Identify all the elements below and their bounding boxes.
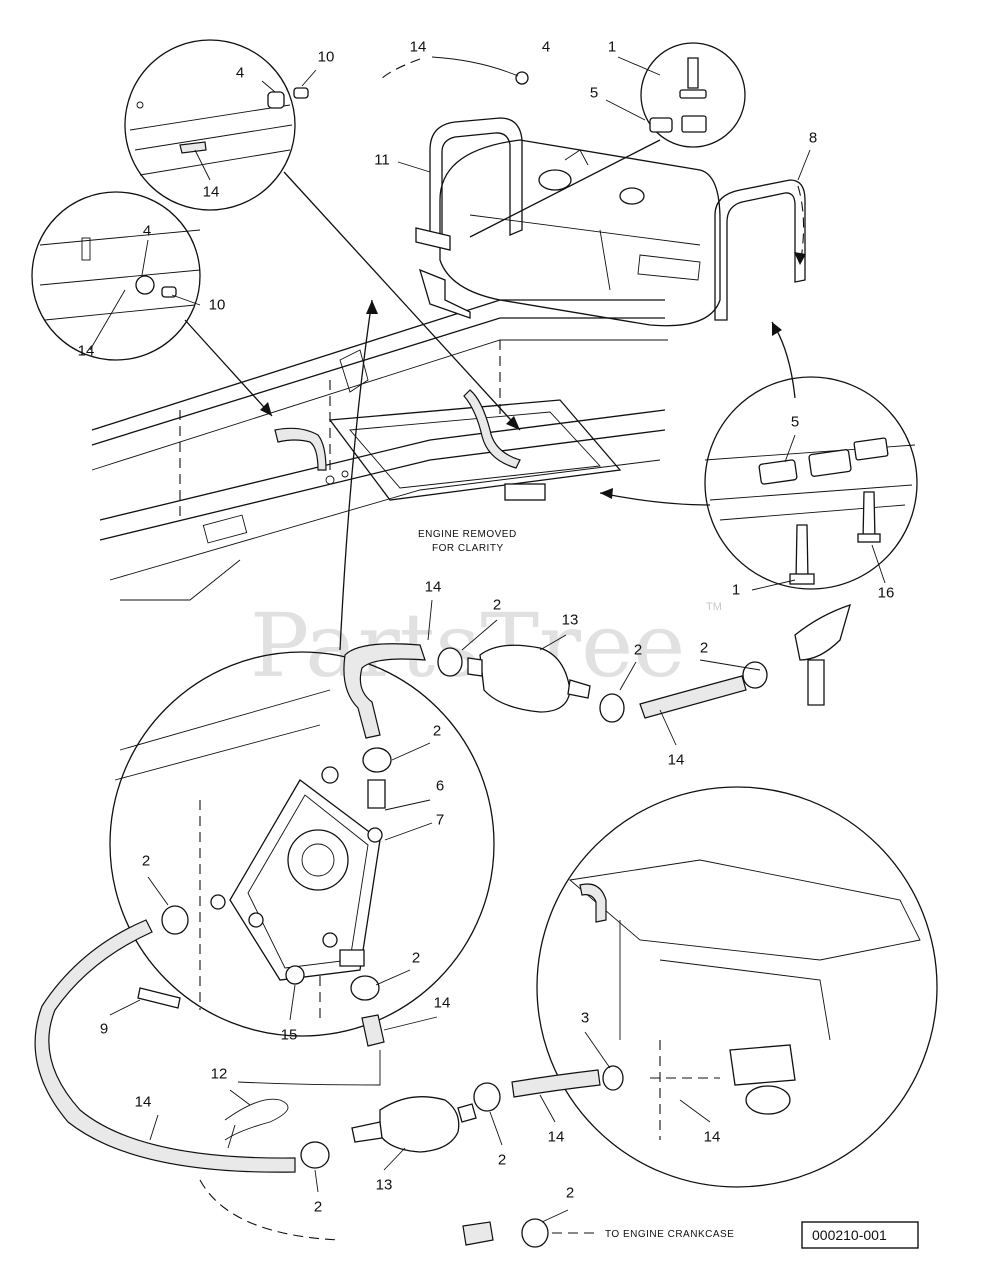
callout-2: 2 [634,642,642,659]
tank-bracket [714,179,806,321]
note-to-engine-crankcase: TO ENGINE CRANKCASE [605,1229,734,1240]
callout-14: 14 [410,39,427,56]
callout-4: 4 [542,39,550,56]
detail-circle-vent-fitting [31,191,201,361]
fuel-filter-upper [467,644,591,713]
callout-2: 2 [433,723,441,740]
fuel-pump [210,766,386,981]
callout-13: 13 [562,612,579,629]
callout-14: 14 [135,1094,152,1111]
fuel-shutoff-valve [794,603,851,706]
callout-15: 15 [281,1027,298,1044]
callout-14: 14 [425,579,442,596]
fuel-hoses [34,643,747,1246]
pump-mounting-screw [137,987,181,1009]
fuel-filter-lower [351,1096,477,1153]
tie-strap [224,1098,289,1149]
callout-2: 2 [412,950,420,967]
hose-clamps [161,71,768,1248]
callout-2: 2 [700,640,708,657]
detail-circle-vent-hose [124,39,309,211]
callout-12: 12 [211,1066,228,1083]
callout-14: 14 [704,1129,721,1146]
callout-2: 2 [498,1152,506,1169]
callout-5: 5 [791,414,799,431]
leader-lines [89,56,886,1241]
callout-13: 13 [376,1177,393,1194]
callout-4: 4 [143,223,151,240]
reference-number: 000210-001 [812,1227,887,1243]
callout-2: 2 [142,853,150,870]
pump-washer [285,965,305,985]
note-engine-removed-line2: FOR CLARITY [432,543,504,554]
callout-2: 2 [566,1185,574,1202]
reference-number-box: 000210-001 [801,1221,919,1249]
callout-1: 1 [608,39,616,56]
detail-circle-tank-mount [704,376,918,590]
note-engine-removed-line1: ENGINE REMOVED [418,529,517,540]
fuel-tank [439,139,721,327]
callout-2: 2 [314,1199,322,1216]
callout-5: 5 [590,85,598,102]
detail-circle-crankcase [536,786,938,1188]
callout-10: 10 [318,49,335,66]
arrow-connectors [184,139,806,651]
callout-10: 10 [209,297,226,314]
frame-chassis [91,299,668,601]
callout-2: 2 [493,597,501,614]
callout-4: 4 [236,65,244,82]
callout-labels: 14 4 1 5 11 8 4 10 14 4 10 14 5 1 16 14 … [78,39,895,1216]
detail-circle-fuel-pump [109,651,495,1037]
tank-hold-down-strap [415,117,523,319]
callout-14: 14 [548,1129,565,1146]
callout-14: 14 [78,343,95,360]
callout-7: 7 [436,812,444,829]
callout-9: 9 [100,1021,108,1038]
callout-11: 11 [374,152,390,169]
callout-1: 1 [732,582,740,599]
watermark-trademark: TM [706,601,722,613]
callout-8: 8 [809,130,817,147]
detail-circle-tank-cap-screw [640,42,746,148]
callout-16: 16 [878,585,895,602]
callout-6: 6 [436,778,444,795]
callout-14: 14 [203,184,220,201]
callout-14: 14 [668,752,685,769]
callout-3: 3 [581,1010,589,1027]
callout-14: 14 [434,995,451,1012]
